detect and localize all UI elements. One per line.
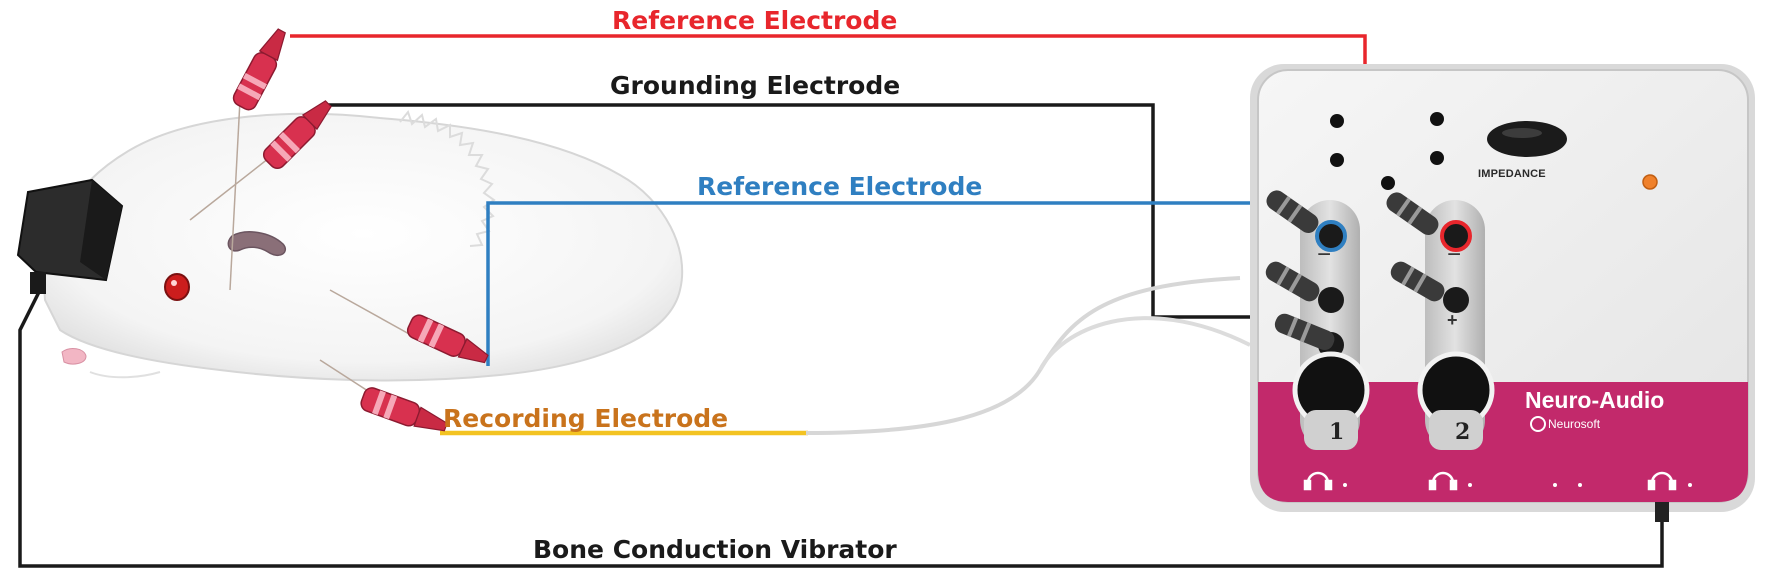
channel-2-minus-label: − [1447, 241, 1462, 268]
grounding-electrode-wire [325, 103, 1300, 319]
plug-channel-2-plus [1390, 261, 1445, 302]
reference-electrode-label-red: Reference Electrode [612, 6, 898, 35]
electrode-top-reference [232, 28, 286, 111]
plug-blue-reference [1266, 190, 1319, 234]
electrode-recording [360, 387, 448, 432]
bone-conduction-vibrator-label: Bone Conduction Vibrator [533, 535, 897, 564]
guinea-pig-nose [61, 348, 87, 365]
bone-conduction-vibrator-wire [18, 289, 1664, 568]
headphone-icons [1303, 471, 1677, 491]
electrode-top-grounding [262, 100, 332, 170]
device-brand-name: Neuro-Audio [1525, 387, 1665, 413]
status-led [1642, 174, 1658, 190]
plug-grounding [1274, 313, 1335, 351]
vibrator-output-jack [1655, 502, 1669, 522]
guinea-pig-illustration [43, 109, 684, 382]
recording-electrode-label: Recording Electrode [443, 404, 729, 433]
channel-1-label: 1 [1329, 419, 1345, 445]
channel-2-plus-label: + [1447, 310, 1458, 330]
grounding-electrode-label: Grounding Electrode [610, 71, 901, 100]
reference-electrode-label-blue: Reference Electrode [697, 172, 983, 201]
recording-cable [805, 276, 1241, 435]
device-maker-name: Neurosoft [1548, 417, 1601, 431]
device-indicator-dots [1330, 112, 1444, 190]
channel-1-minus-label: − [1317, 241, 1332, 268]
guinea-pig-fur-edge [399, 109, 496, 247]
impedance-label: IMPEDANCE [1478, 168, 1546, 180]
plug-red-reference [1386, 192, 1439, 236]
plug-recording [1265, 261, 1320, 302]
electrode-cheek-reference [406, 314, 489, 364]
device-brand-panel [1258, 382, 1748, 502]
channel-2-label: 2 [1455, 419, 1471, 445]
impedance-button[interactable] [1487, 121, 1567, 157]
bone-conduction-vibrator [16, 178, 124, 294]
guinea-pig-eye [164, 273, 190, 301]
guinea-pig-body [43, 112, 684, 382]
neurosoft-logo-icon [1530, 416, 1546, 432]
neuro-audio-device [1250, 64, 1755, 522]
reference-electrode-wire-blue [486, 201, 1250, 366]
